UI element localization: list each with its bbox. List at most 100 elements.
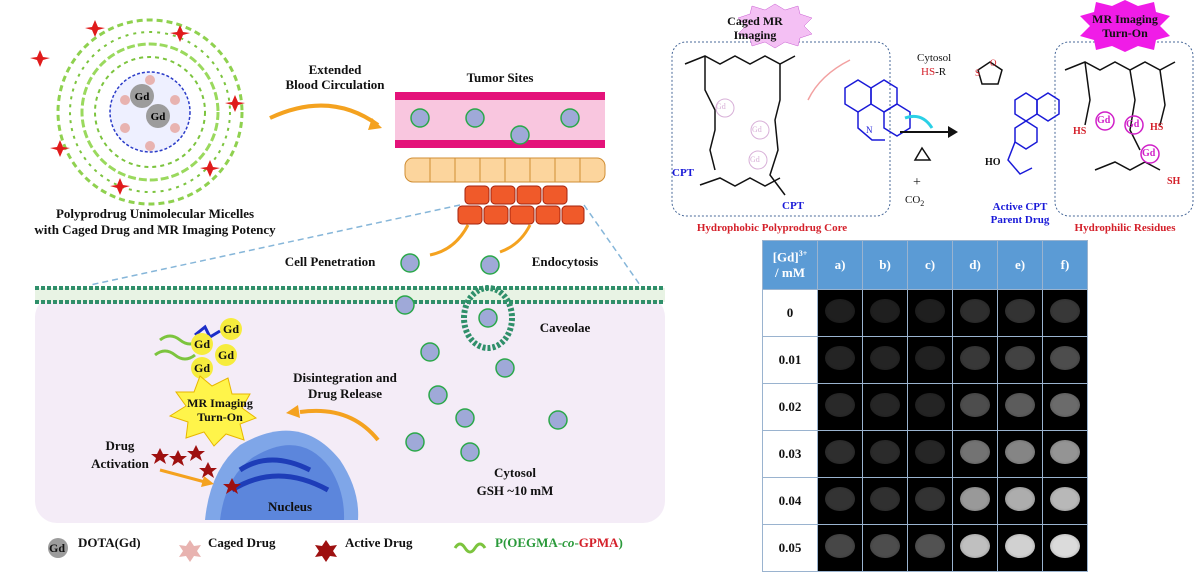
gd-ion-label: Gd xyxy=(217,348,234,362)
mri-column-header: c) xyxy=(907,240,953,290)
mri-phantom-spot xyxy=(870,393,900,417)
mri-phantom-spot xyxy=(1005,487,1035,511)
mri-phantom-cell xyxy=(817,383,863,431)
plus-sign: + xyxy=(913,175,921,190)
legend-active-label: Active Drug xyxy=(345,535,413,550)
mri-phantom-cell xyxy=(997,524,1043,572)
co2-label: CO2 xyxy=(905,194,924,208)
mri-phantom-cell xyxy=(997,289,1043,337)
cytosol-micelles xyxy=(395,253,568,462)
mri-header-row: [Gd]3+ / mM a) b) c) d) e) f) xyxy=(762,240,1088,290)
mri-phantom-spot xyxy=(870,487,900,511)
circulation-label-line1: Extended xyxy=(308,62,362,77)
mri-phantom-cell xyxy=(1042,430,1088,478)
mri-phantom-spot xyxy=(915,440,945,464)
mri-phantom-spot xyxy=(1050,393,1080,417)
micelle-gd-label: Gd xyxy=(151,111,166,123)
header-gd: [Gd] xyxy=(772,249,799,265)
mri-phantom-cell xyxy=(1042,289,1088,337)
drug-activation-line2: Activation xyxy=(91,456,149,471)
mri-row: 0.05 xyxy=(762,524,1088,572)
mri-phantom-spot xyxy=(1005,534,1035,558)
gsh-label: GSH ~10 mM xyxy=(476,483,554,498)
hs-r-hs: HS xyxy=(921,66,936,78)
mri-phantom-cell xyxy=(862,336,908,384)
mri-phantom-spot xyxy=(825,487,855,511)
polyprodrug-micelle: Gd Gd xyxy=(30,18,245,206)
legend-polymer-suffix: ) xyxy=(618,535,623,550)
nucleus-label: Nucleus xyxy=(267,499,313,514)
gd-ion-label: Gd xyxy=(193,337,210,351)
mri-phantom-cell xyxy=(817,430,863,478)
left-scheme-graphic: Gd Gd xyxy=(30,18,665,562)
mri-phantom-spot xyxy=(915,346,945,370)
mri-phantom-cell xyxy=(817,524,863,572)
mri-phantom-spot xyxy=(1050,440,1080,464)
mri-phantom-spot xyxy=(1005,393,1035,417)
hydrophilic-residues-label: Hydrophilic Residues xyxy=(1074,222,1176,234)
mri-phantom-cell xyxy=(907,289,953,337)
gd-ion-label: Gd xyxy=(222,322,239,336)
mri-phantom-cell xyxy=(1042,477,1088,525)
mri-phantom-cell xyxy=(817,477,863,525)
mri-phantom-cell xyxy=(952,383,998,431)
gd-ion-label: Gd xyxy=(193,361,210,375)
blood-vessel xyxy=(395,92,605,148)
cpt-ring-system xyxy=(844,79,911,141)
mri-phantom-spot xyxy=(825,393,855,417)
legend-polymer-label: P(OEGMA-co-GPMA) xyxy=(495,535,623,551)
mri-phantom-cell xyxy=(907,477,953,525)
mri-phantom-spot xyxy=(825,534,855,558)
hs-label: HS xyxy=(1073,126,1087,137)
o-atom-label: O xyxy=(990,58,997,68)
mri-phantom-spot xyxy=(1050,487,1080,511)
legend-polymer-co: co xyxy=(562,535,575,550)
mri-phantom-spot xyxy=(870,346,900,370)
circulation-label-line2: Blood Circulation xyxy=(285,77,385,92)
mri-phantom-spot xyxy=(825,346,855,370)
activation-arrow xyxy=(159,468,206,484)
mri-phantom-cell xyxy=(952,524,998,572)
tumor-sites-label: Tumor Sites xyxy=(466,70,534,85)
mri-phantom-spot xyxy=(960,440,990,464)
faint-gd-label: Gd xyxy=(750,155,760,164)
legend-caged-drug-icon xyxy=(179,540,201,562)
mri-phantom-spot xyxy=(870,299,900,323)
hs-r-r: -R xyxy=(935,66,947,78)
gd-rings-right xyxy=(1095,111,1160,164)
mri-phantom-spot xyxy=(1005,346,1035,370)
mri-phantom-spot xyxy=(1005,299,1035,323)
mri-concentration-cell: 0.03 xyxy=(762,430,818,478)
legend-polymer-gpma: GPMA xyxy=(578,535,619,550)
mri-phantom-cell xyxy=(952,477,998,525)
mri-phantom-cell xyxy=(1042,524,1088,572)
mri-phantom-spot xyxy=(915,393,945,417)
caged-mr-line2: Imaging xyxy=(733,28,777,42)
mri-phantom-cell xyxy=(817,336,863,384)
mri-phantom-spot xyxy=(915,487,945,511)
mri-row: 0.03 xyxy=(762,430,1088,478)
mri-phantom-cell xyxy=(952,289,998,337)
polyprodrug-core-box xyxy=(671,41,891,217)
mri-phantom-spot xyxy=(915,534,945,558)
cell-body xyxy=(35,295,665,523)
mr-turn-on-burst xyxy=(168,375,258,447)
mri-phantom-cell xyxy=(862,524,908,572)
release-arrow xyxy=(299,408,380,442)
ho-label: HO xyxy=(985,157,1001,168)
mri-header-concentration: [Gd]3+ / mM xyxy=(762,240,818,290)
cpt-label-1: CPT xyxy=(672,167,694,179)
nucleus xyxy=(205,430,359,520)
mri-phantom-spot xyxy=(1050,299,1080,323)
mri-row: 0 xyxy=(762,289,1088,337)
legend-caged-label: Caged Drug xyxy=(208,535,276,550)
mri-phantom-spot xyxy=(915,299,945,323)
header-gd-sup: 3+ xyxy=(798,248,808,258)
mri-phantom-spot xyxy=(870,534,900,558)
legend-dota-label: DOTA(Gd) xyxy=(78,535,141,550)
mri-row: 0.04 xyxy=(762,477,1088,525)
faint-gd-rings xyxy=(715,98,770,170)
mri-phantom-cell xyxy=(997,477,1043,525)
